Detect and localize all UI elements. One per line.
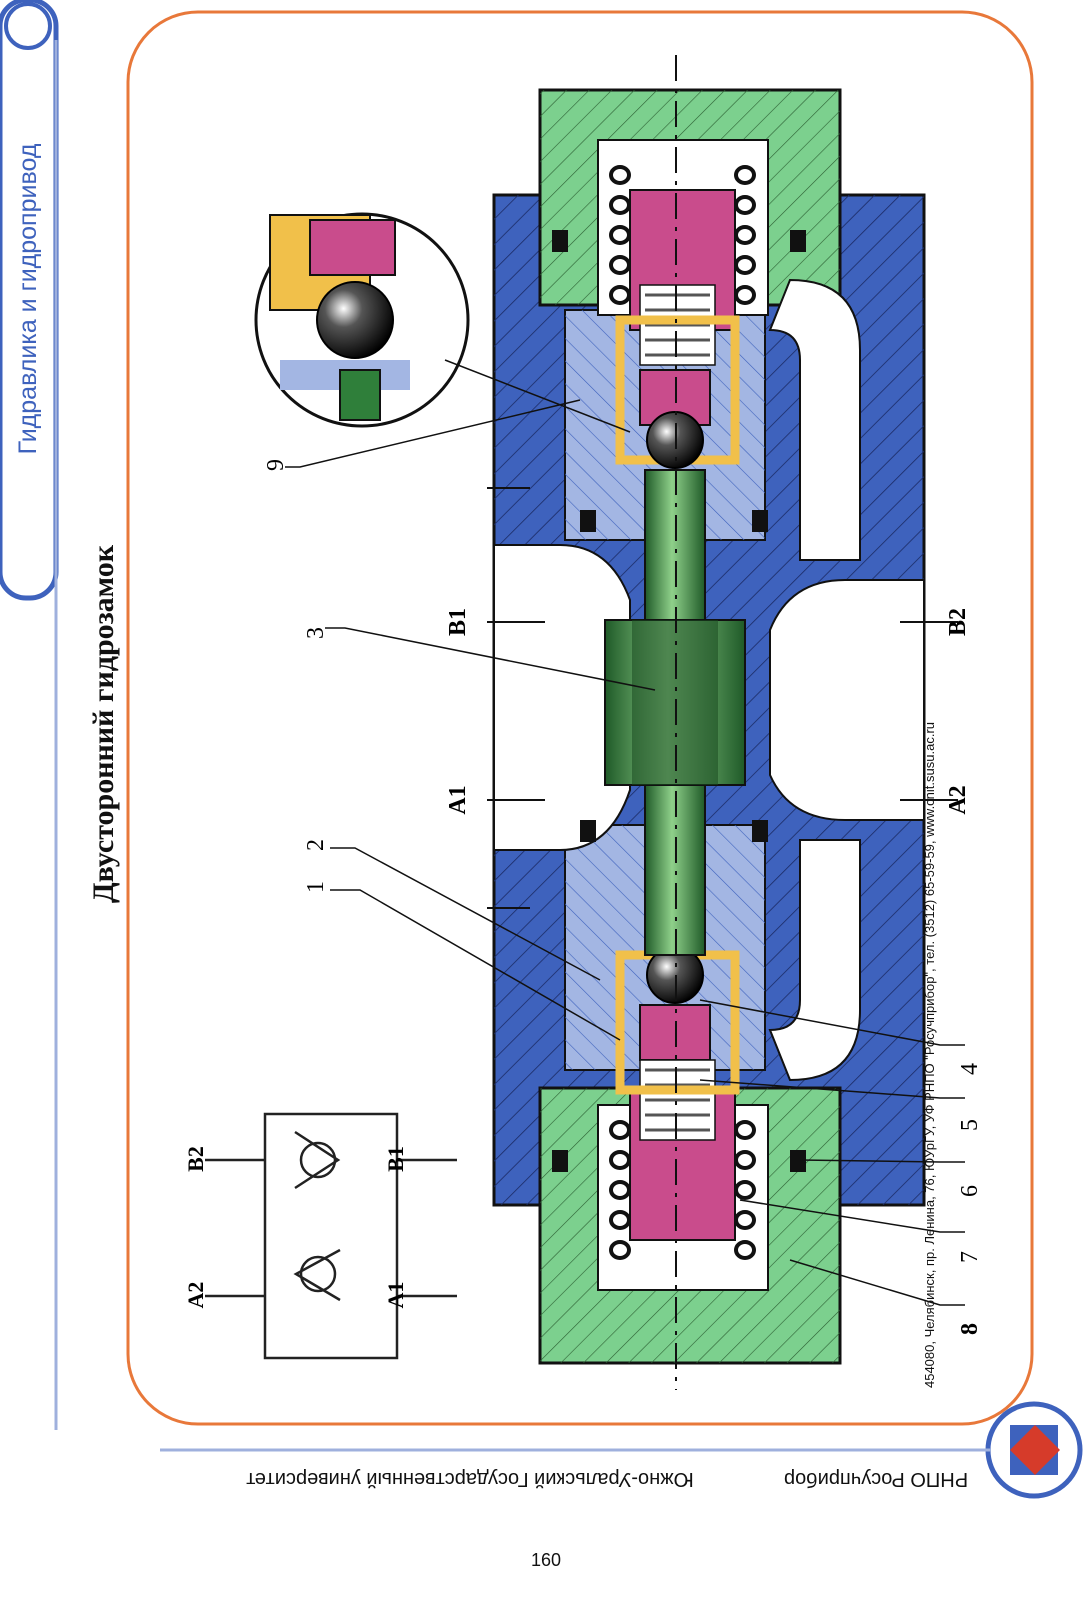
page-number: 160 <box>530 1550 562 1570</box>
symbol-port-b1: B1 <box>383 1146 408 1172</box>
rnpo-logo <box>985 1401 1083 1499</box>
check-seat-icon <box>293 1248 341 1302</box>
port-label-a2: A2 <box>945 785 971 815</box>
port-label-b2: B2 <box>945 608 971 637</box>
port-label-b1: B1 <box>445 608 471 637</box>
course-title: Гидравлика и гидропривод <box>14 143 42 455</box>
part-number-8: 8 <box>957 1323 983 1335</box>
symbol-port-b2: B2 <box>183 1146 208 1172</box>
footer-address: 454080, Челябинск, пр. Ленина, 76, ЮУрГУ… <box>922 722 937 1389</box>
hydraulic-symbol <box>205 1112 457 1360</box>
org-name: РНПО Росучприбор <box>783 1468 969 1490</box>
part-number-6: 6 <box>957 1185 983 1197</box>
course-tab <box>0 0 59 1430</box>
part-number-2: 2 <box>303 839 329 851</box>
part-number-3: 3 <box>303 627 329 639</box>
part-number-4: 4 <box>957 1063 983 1075</box>
detail-inset <box>254 212 631 433</box>
university-name: Южно-Уральский Государственный университ… <box>246 1468 694 1490</box>
check-ball-icon <box>299 1141 337 1179</box>
check-seat-icon <box>294 1130 341 1190</box>
part-number-7: 7 <box>957 1251 983 1263</box>
symbol-port-a1: A1 <box>383 1281 408 1309</box>
port-label-a1: A1 <box>445 785 471 815</box>
ball-detail-icon <box>316 281 394 359</box>
symbol-port-a2: A2 <box>183 1281 208 1309</box>
cross-section <box>285 55 965 1390</box>
part-number-5: 5 <box>957 1119 983 1131</box>
part-number-1: 1 <box>303 881 329 893</box>
check-ball-icon <box>299 1255 337 1293</box>
part-number-9: 9 <box>263 459 289 471</box>
sheet-title: Двусторонний гидрозамок <box>87 544 120 904</box>
